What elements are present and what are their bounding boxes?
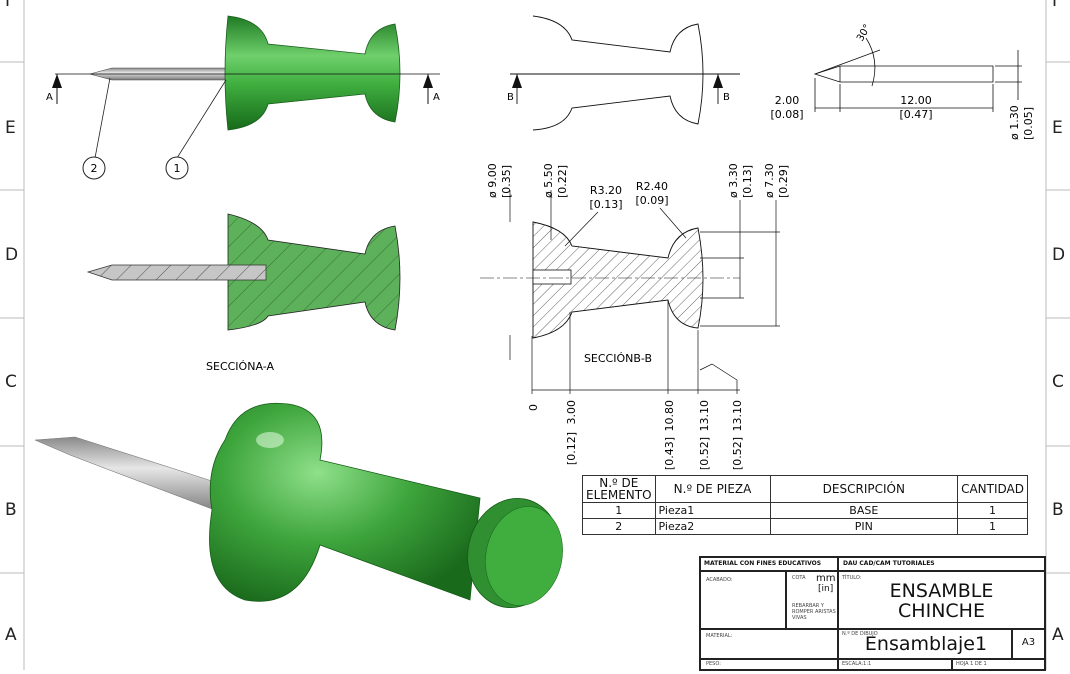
dim-o131a-in: [0.52] — [698, 437, 711, 470]
bill-of-materials: N.º DE ELEMENTO N.º DE PIEZA DESCRIPCIÓN… — [582, 475, 1028, 535]
zone-right-a: A — [1052, 625, 1064, 645]
zone-left-a: A — [5, 625, 17, 645]
cut-label-b-left: B — [507, 92, 514, 103]
sheet-size: A3 — [1021, 637, 1036, 648]
zone-left-d: D — [5, 245, 19, 265]
zone-left-c: C — [5, 372, 17, 392]
bom-desc: PIN — [769, 518, 959, 535]
cut-label-a-left: A — [46, 92, 53, 103]
drawing-title-line-1: ENSAMBLE — [889, 580, 994, 602]
dim-tip-len: 2.00 — [775, 94, 800, 107]
dim-pin-len: 12.00 — [900, 94, 932, 107]
dim-o3-in: [0.12] — [565, 432, 578, 465]
acabado-label: ACABADO: — [706, 577, 733, 583]
dim-angle: 30° — [855, 23, 873, 44]
material-label: MATERIAL: — [706, 633, 733, 639]
cut-label-a-right: A — [433, 92, 440, 103]
dim-d55-in: [0.22] — [556, 165, 569, 198]
dim-o131b-in: [0.52] — [731, 437, 744, 470]
bom-qty: 1 — [957, 518, 1028, 535]
outline-view — [510, 15, 740, 131]
dim-d55: ø 5.50 — [542, 163, 555, 198]
dim-pin-len-in: [0.47] — [899, 108, 932, 121]
front-view: A A 2 1 — [46, 15, 440, 180]
rebarbar-note: REBARBAR Y ROMPER ARISTAS VIVAS — [792, 603, 836, 621]
balloon-1 — [165, 156, 189, 180]
zone-right-c: C — [1052, 372, 1064, 392]
title-block: MATERIAL CON FINES EDUCATIVOS DAU CAD/CA… — [699, 556, 1046, 671]
drawing-number: Ensamblaje1 — [864, 633, 988, 655]
dim-o108-in: [0.43] — [663, 437, 676, 470]
zone-right-e: E — [1052, 118, 1063, 138]
bom-header-part: N.º DE PIEZA — [654, 475, 771, 503]
dim-pin-dia-in: [0.05] — [1022, 107, 1035, 140]
balloon-2 — [82, 156, 106, 180]
section-b-view: SECCIÓNB-B — [480, 221, 740, 365]
zone-left-e: E — [5, 118, 16, 138]
section-a-label: SECCIÓNA-A — [206, 360, 274, 373]
dim-o0: 0 — [527, 404, 540, 411]
zone-left-b: B — [5, 500, 17, 520]
cota-label: COTA — [792, 575, 806, 581]
company-name: DAU CAD/CAM TUTORIALES — [843, 560, 935, 567]
pin-detail-view — [813, 37, 1022, 112]
dim-d73: ø 7.30 — [763, 163, 776, 198]
dim-o3: 3.00 — [565, 400, 578, 425]
dim-d33: ø 3.30 — [727, 163, 740, 198]
bom-item: 1 — [582, 502, 656, 519]
units-in: [in] — [818, 584, 834, 594]
section-b-dims — [509, 190, 780, 394]
zone-right-b: B — [1052, 500, 1064, 520]
dim-o108: 10.80 — [663, 400, 676, 432]
bom-part: Pieza2 — [654, 518, 771, 535]
dim-o131a: 13.10 — [698, 400, 711, 432]
dim-o131b: 13.10 — [731, 400, 744, 432]
bom-header-item: N.º DE ELEMENTO — [582, 475, 656, 503]
bom-header-qty: CANTIDAD — [957, 475, 1028, 503]
dim-d9: ø 9.00 — [486, 163, 499, 198]
balloon-1-label: 1 — [174, 162, 181, 175]
cut-label-b-right: B — [723, 92, 730, 103]
bom-row: 1 Pieza1 BASE 1 — [582, 502, 1028, 519]
titulo-label: TÍTULO: — [842, 575, 862, 581]
dim-r32: R3.20 — [590, 184, 622, 197]
dim-pin-dia: ø 1.30 — [1008, 105, 1021, 140]
dim-d9-in: [0.35] — [500, 165, 513, 198]
section-a-view: SECCIÓNA-A — [86, 213, 401, 373]
dim-d33-in: [0.13] — [741, 165, 754, 198]
isometric-render — [34, 402, 563, 609]
dim-r24-in: [0.09] — [635, 194, 668, 207]
bom-row: 2 Pieza2 PIN 1 — [582, 518, 1028, 535]
drawing-no-label: N.º DE DIBUJO — [842, 631, 878, 637]
bom-part: Pieza1 — [654, 502, 771, 519]
bom-header-desc: DESCRIPCIÓN — [769, 475, 959, 503]
bom-desc: BASE — [769, 502, 959, 519]
zone-right-d: D — [1052, 245, 1066, 265]
zone-right-f: F — [1052, 0, 1062, 11]
zone-left-f: F — [5, 0, 15, 11]
dim-r32-in: [0.13] — [589, 198, 622, 211]
dim-tip-len-in: [0.08] — [770, 108, 803, 121]
scale-label: ESCALA:1:1 — [842, 661, 872, 667]
bom-item: 2 — [582, 518, 656, 535]
drawing-title-line-2: CHINCHE — [898, 600, 985, 622]
balloon-2-label: 2 — [91, 162, 98, 175]
section-b-label: SECCIÓNB-B — [584, 352, 652, 365]
bom-qty: 1 — [957, 502, 1028, 519]
units: mm — [816, 573, 836, 584]
dim-d73-in: [0.29] — [777, 165, 790, 198]
sheet-label: HOJA 1 DE 1 — [956, 661, 987, 667]
peso-label: PESO: — [706, 661, 721, 667]
dim-r24: R2.40 — [636, 180, 668, 193]
material-note: MATERIAL CON FINES EDUCATIVOS — [704, 560, 822, 567]
